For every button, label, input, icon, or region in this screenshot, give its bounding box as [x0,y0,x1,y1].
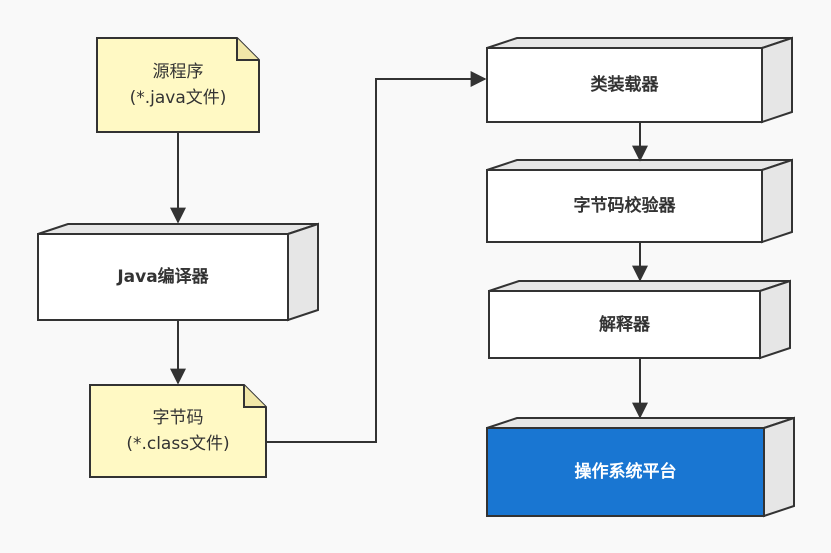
bytecode-label-ext: (*.class文件) [126,434,230,454]
os-box [486,416,795,518]
classloader-box [486,36,793,124]
interpreter-box [488,279,791,360]
os-label: 操作系统平台 [574,462,677,482]
verifier-label: 字节码校验器 [573,196,676,216]
source-label-name: 源程序 [152,62,204,82]
arrow-bytecode-to-classloader [266,71,487,443]
interpreter-label: 解释器 [599,314,650,335]
compiler-label: Java编译器 [117,267,209,287]
source-note [96,37,260,133]
classloader-label: 类装载器 [590,75,659,95]
bytecode-label: 字节码 (*.class文件) [90,385,266,477]
source-label: 源程序 (*.java文件) [97,38,259,132]
bytecode-label-name: 字节码 [152,408,204,428]
source-label-ext: (*.java文件) [129,88,227,108]
verifier-box [486,158,793,244]
compiler-box [37,222,319,322]
